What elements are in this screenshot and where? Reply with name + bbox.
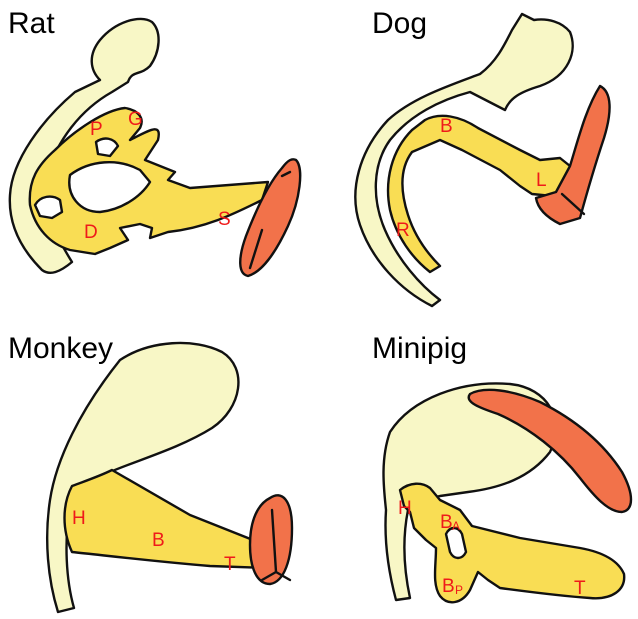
dog-pancreas: [388, 116, 570, 272]
monkey-label-h: H: [72, 508, 86, 529]
dog-label-b: B: [440, 116, 453, 137]
panel-title-rat: Rat: [8, 7, 55, 40]
panel-title-minipig: Minipig: [372, 332, 467, 365]
panel-title-monkey: Monkey: [8, 332, 113, 365]
minipig-label-ba: B: [440, 512, 453, 533]
monkey-label-t: T: [224, 554, 236, 575]
minipig-label-ba-sub: A: [452, 519, 460, 533]
dog-label-l: L: [536, 170, 547, 191]
minipig-label-h: H: [398, 498, 412, 519]
panel-rat: Rat P G D S: [8, 7, 300, 276]
monkey-stomach: [47, 343, 238, 612]
rat-label-g: G: [128, 109, 143, 130]
minipig-label-t: T: [574, 578, 586, 599]
monkey-label-b: B: [152, 530, 165, 551]
minipig-label-bp-sub: P: [455, 583, 463, 597]
rat-label-s: S: [218, 209, 231, 230]
rat-label-d: D: [84, 222, 98, 243]
monkey-pancreas: [65, 470, 269, 568]
panel-title-dog: Dog: [372, 7, 427, 40]
panel-minipig: Minipig H B A B P T: [372, 332, 631, 602]
panel-dog: Dog B L R: [355, 7, 609, 306]
monkey-spleen: [250, 495, 292, 584]
dog-label-r: R: [396, 220, 410, 241]
rat-spleen: [240, 159, 300, 276]
rat-pancreas-gap-2: [35, 197, 62, 218]
panel-monkey: Monkey H B T: [8, 332, 292, 612]
minipig-pancreas: [400, 484, 624, 603]
rat-label-p: P: [90, 119, 103, 140]
minipig-label-bp: B: [442, 576, 455, 597]
